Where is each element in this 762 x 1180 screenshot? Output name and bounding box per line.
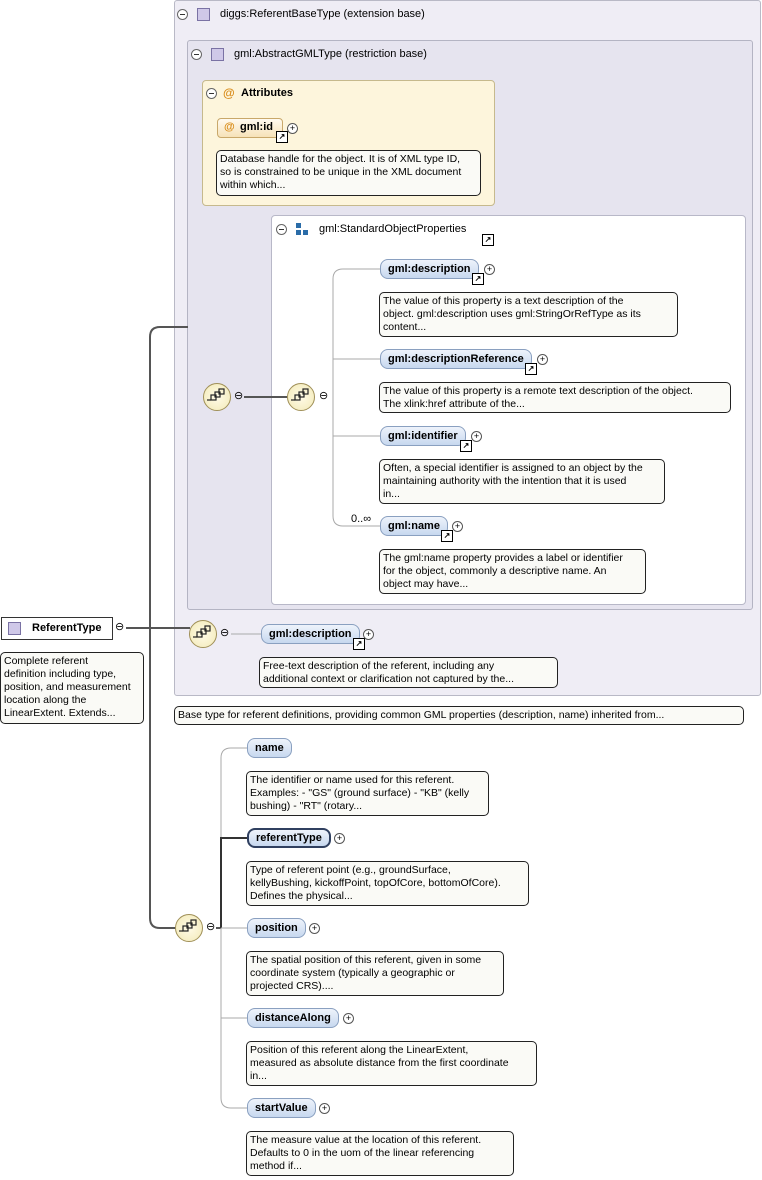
attribute-at-icon: @ xyxy=(223,86,235,100)
child-element-start-value[interactable]: startValue xyxy=(247,1098,316,1118)
element-doc: The value of this property is a remote t… xyxy=(379,382,731,413)
child-element-position[interactable]: position xyxy=(247,918,306,938)
complex-type-icon xyxy=(197,8,210,21)
element-doc: The gml:name property provides a label o… xyxy=(379,549,646,594)
element-doc: Position of this referent along the Line… xyxy=(246,1041,537,1086)
collapse-icon[interactable]: ⊖ xyxy=(234,390,244,402)
attribute-at-icon: @ xyxy=(224,121,235,133)
attribute-name: gml:id xyxy=(240,121,273,133)
expand-icon[interactable]: + xyxy=(309,923,320,934)
group-label: gml:StandardObjectProperties xyxy=(319,223,467,235)
expand-icon[interactable]: + xyxy=(471,431,482,442)
extension-base-label: diggs:ReferentBaseType (extension base) xyxy=(220,8,425,20)
element-doc: The spatial position of this referent, g… xyxy=(246,951,504,996)
expand-icon[interactable]: + xyxy=(363,629,374,640)
link-icon[interactable]: ↗ xyxy=(460,440,472,452)
element-doc: The identifier or name used for this ref… xyxy=(246,771,489,816)
element-gml-name[interactable]: gml:name xyxy=(380,516,448,536)
group-collapse-icon[interactable] xyxy=(276,224,287,235)
link-icon[interactable]: ↗ xyxy=(472,273,484,285)
cardinality-label: 0..∞ xyxy=(351,513,372,525)
sequence-compositor-icon[interactable] xyxy=(175,914,203,942)
element-base-gml-description[interactable]: gml:description xyxy=(261,624,360,644)
attributes-collapse-icon[interactable] xyxy=(206,88,217,99)
element-gml-description-reference[interactable]: gml:descriptionReference xyxy=(380,349,532,369)
element-doc: The measure value at the location of thi… xyxy=(246,1131,514,1176)
complex-type-icon xyxy=(211,48,224,61)
sequence-compositor-icon[interactable] xyxy=(287,383,315,411)
restriction-base-collapse-icon[interactable] xyxy=(191,49,202,60)
expand-icon[interactable]: + xyxy=(319,1103,330,1114)
collapse-icon[interactable]: ⊖ xyxy=(206,921,216,933)
sequence-compositor-icon[interactable] xyxy=(189,620,217,648)
element-doc: The value of this property is a text des… xyxy=(379,292,678,337)
collapse-icon[interactable]: ⊖ xyxy=(220,627,230,639)
element-doc: Often, a special identifier is assigned … xyxy=(379,459,665,504)
root-element-name: ReferentType xyxy=(32,622,102,634)
element-doc: Free-text description of the referent, i… xyxy=(259,657,558,688)
root-element-doc: Complete referent definition including t… xyxy=(0,652,144,724)
child-element-distance-along[interactable]: distanceAlong xyxy=(247,1008,339,1028)
expand-icon[interactable]: + xyxy=(287,123,298,134)
child-element-name[interactable]: name xyxy=(247,738,292,758)
expand-icon[interactable]: + xyxy=(334,833,345,844)
element-doc: Type of referent point (e.g., groundSurf… xyxy=(246,861,529,906)
extension-base-doc: Base type for referent definitions, prov… xyxy=(174,706,744,725)
complex-type-icon xyxy=(8,622,21,635)
attributes-label: Attributes xyxy=(241,87,293,99)
attribute-gml-id[interactable] xyxy=(217,118,283,138)
link-icon[interactable]: ↗ xyxy=(276,131,288,143)
expand-icon[interactable]: + xyxy=(452,521,463,532)
restriction-base-label: gml:AbstractGMLType (restriction base) xyxy=(234,48,427,60)
attribute-doc: Database handle for the object. It is of… xyxy=(216,150,481,196)
element-gml-description[interactable]: gml:description xyxy=(380,259,479,279)
collapse-icon[interactable]: ⊖ xyxy=(319,390,329,402)
extension-base-collapse-icon[interactable] xyxy=(177,9,188,20)
group-icon xyxy=(296,223,310,235)
root-element[interactable] xyxy=(1,617,113,640)
link-icon[interactable]: ↗ xyxy=(482,234,494,246)
expand-icon[interactable]: + xyxy=(537,354,548,365)
link-icon[interactable]: ↗ xyxy=(441,530,453,542)
link-icon[interactable]: ↗ xyxy=(353,638,365,650)
expand-icon[interactable]: + xyxy=(343,1013,354,1024)
collapse-icon[interactable]: ⊖ xyxy=(115,621,125,633)
sequence-compositor-icon[interactable] xyxy=(203,383,231,411)
child-element-referent-type[interactable]: referentType xyxy=(247,828,331,848)
link-icon[interactable]: ↗ xyxy=(525,363,537,375)
element-gml-identifier[interactable]: gml:identifier xyxy=(380,426,466,446)
expand-icon[interactable]: + xyxy=(484,264,495,275)
